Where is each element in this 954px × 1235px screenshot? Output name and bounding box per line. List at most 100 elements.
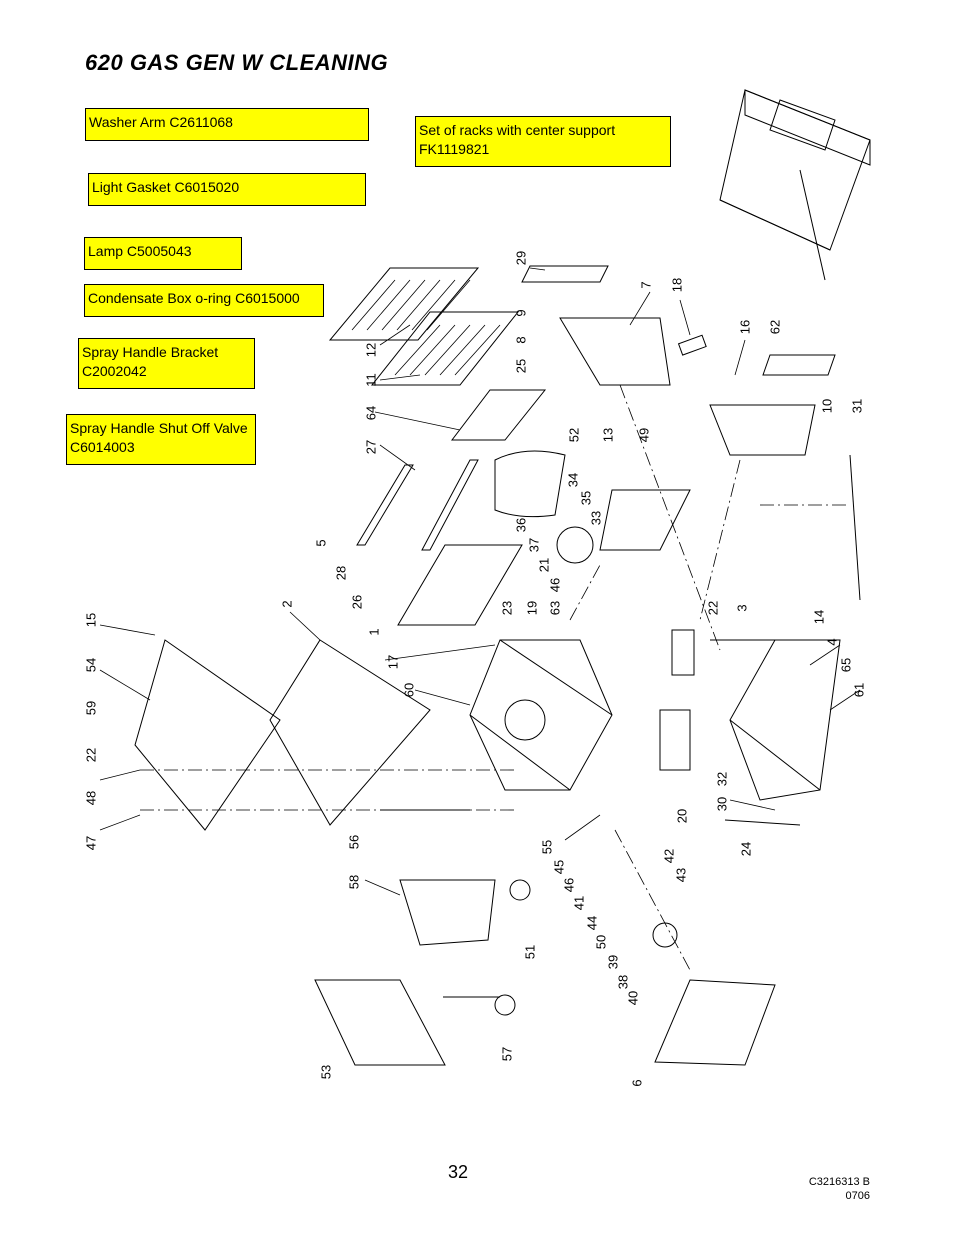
- page-title: 620 GAS GEN W CLEANING: [85, 50, 389, 75]
- part-number-label: 19: [524, 601, 539, 615]
- part-number-label: 43: [673, 868, 688, 882]
- callout-spray-shutoff-valve: Spray Handle Shut Off Valve C6014003: [66, 414, 256, 465]
- base-frame-drawing: [710, 639, 841, 826]
- inner-side-panel: [269, 639, 431, 826]
- callout-line: Set of racks with center support: [419, 122, 616, 138]
- callout-spray-handle-bracket: Spray Handle Bracket C2002042: [78, 338, 255, 389]
- part-number-label: 53: [318, 1065, 333, 1079]
- callout-rack-set: Set of racks with center support FK11198…: [415, 116, 671, 167]
- part-number-label: 51: [522, 945, 537, 959]
- part-number-label: 57: [499, 1047, 514, 1061]
- part-number-label: 35: [578, 491, 593, 505]
- part-number-label: 26: [349, 595, 364, 609]
- bottom-panel-right: [654, 979, 776, 1066]
- callout-condensate-oring: Condensate Box o-ring C6015000: [84, 284, 324, 317]
- callout-line: C2002042: [82, 363, 147, 379]
- part-number-label: 12: [363, 343, 378, 357]
- date-code: 0706: [845, 1190, 870, 1202]
- bottom-panel-left: [314, 979, 446, 1066]
- doc-number: C3216313 B: [808, 1176, 870, 1188]
- callout-line: FK1119821: [419, 141, 490, 157]
- part-number-label: 63: [547, 601, 562, 615]
- part-number-label: 34: [565, 473, 580, 487]
- part-number-label: 7: [638, 281, 653, 288]
- callout-light-gasket: Light Gasket C6015020: [88, 173, 366, 206]
- part-number-label: 65: [838, 658, 853, 672]
- callout-line: Spray Handle Shut Off Valve: [70, 420, 248, 436]
- part-number-label: 56: [346, 835, 361, 849]
- part-number-label: 6: [629, 1079, 644, 1086]
- part-number-label: 55: [539, 840, 554, 854]
- part-number-label: 60: [401, 683, 416, 697]
- callout-line: C6014003: [70, 439, 135, 455]
- part-number-label: 11: [363, 373, 378, 387]
- part-number-label: 13: [600, 428, 615, 442]
- outer-side-panel: [134, 639, 281, 831]
- part-number-label: 37: [526, 538, 541, 552]
- part-number-label: 59: [83, 701, 98, 715]
- part-number-label: 30: [714, 797, 729, 811]
- side-panel: [397, 544, 523, 626]
- assembled-oven-drawing: [719, 89, 871, 281]
- part-number-label: 15: [83, 613, 98, 627]
- part-number-label: 54: [83, 658, 98, 672]
- part-number-label: 2: [279, 600, 294, 607]
- part-number-label: 16: [737, 320, 752, 334]
- part-number-label: 1: [366, 628, 381, 635]
- part-number-label: 3: [734, 604, 749, 611]
- oven-cavity-drawing: [469, 639, 613, 791]
- part-number-label: 9: [513, 309, 528, 316]
- part-number-label: 17: [385, 655, 400, 669]
- oven-racks-drawing: [328, 267, 520, 386]
- part-number-label: 22: [83, 748, 98, 762]
- part-number-label: 46: [547, 578, 562, 592]
- part-number-label: 5: [313, 539, 328, 546]
- part-number-label: 47: [83, 836, 98, 850]
- part-number-label: 46: [561, 878, 576, 892]
- callout-washer-arm: Washer Arm C2611068: [85, 108, 369, 141]
- part-number-label: 58: [346, 875, 361, 889]
- callout-line: Lamp C5005043: [88, 243, 192, 259]
- part-number-label: 41: [571, 896, 586, 910]
- part-number-label: 20: [674, 809, 689, 823]
- part-number-label: 23: [499, 601, 514, 615]
- part-number-label: 31: [849, 399, 864, 413]
- burner-box: [399, 879, 496, 946]
- part-number-label: 38: [615, 975, 630, 989]
- part-number-label: 39: [605, 955, 620, 969]
- part-number-label: 32: [714, 772, 729, 786]
- part-number-label: 21: [536, 558, 551, 572]
- part-number-label: 25: [513, 359, 528, 373]
- callout-line: Spray Handle Bracket: [82, 344, 219, 360]
- part-number-label: 10: [819, 399, 834, 413]
- callout-line: Condensate Box o-ring C6015000: [88, 290, 300, 306]
- part-number-label: 52: [566, 428, 581, 442]
- part-number-label: 33: [588, 511, 603, 525]
- part-number-label: 62: [767, 320, 782, 334]
- callout-line: Washer Arm C2611068: [89, 114, 233, 130]
- part-number-label: 50: [593, 935, 608, 949]
- part-number-label: 49: [636, 428, 651, 442]
- part-number-label: 36: [513, 518, 528, 532]
- ignition-module: [659, 709, 691, 771]
- fan-wheel: [556, 526, 594, 564]
- part-number-label: 4: [824, 638, 839, 645]
- part-number-label: 28: [333, 566, 348, 580]
- callout-lamp: Lamp C5005043: [84, 237, 242, 270]
- gas-valve: [652, 922, 678, 948]
- door-frame: [559, 317, 671, 386]
- part-number-label: 29: [513, 251, 528, 265]
- part-number-label: 48: [83, 791, 98, 805]
- part-number-label: 45: [551, 860, 566, 874]
- page-number: 32: [448, 1162, 469, 1182]
- part-number-label: 24: [738, 842, 753, 856]
- fan-cover-panel: [450, 389, 547, 441]
- part-number-label: 14: [811, 610, 826, 624]
- part-number-label: 22: [705, 601, 720, 615]
- part-number-label: 42: [661, 849, 676, 863]
- fan-shroud: [494, 450, 566, 518]
- callout-line: Light Gasket C6015020: [92, 179, 240, 195]
- part-number-label: 40: [625, 991, 640, 1005]
